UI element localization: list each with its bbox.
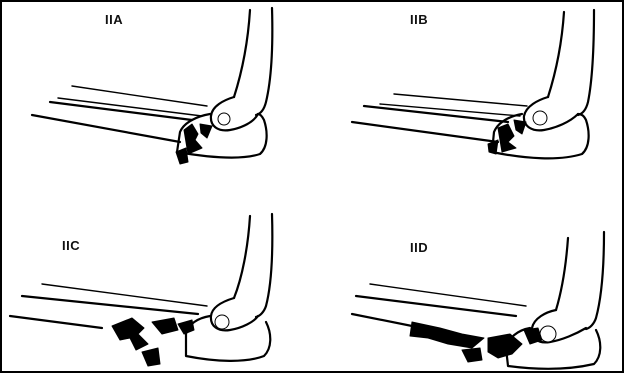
elbow-illustration-iic	[2, 188, 312, 372]
panel-iia: IIA	[2, 2, 312, 186]
elbow-illustration-iid	[312, 188, 622, 372]
fracture-fragment	[142, 348, 160, 366]
fracture-fragment	[488, 334, 522, 358]
bone-fragment	[540, 326, 556, 342]
panel-iib: IIB	[312, 2, 622, 186]
fracture-fragment	[112, 318, 148, 350]
fracture-fragment	[498, 124, 516, 152]
fracture-fragment	[200, 124, 212, 138]
bone-fragment	[218, 113, 230, 125]
panel-iic: IIC	[2, 188, 312, 372]
bone-fragment	[215, 315, 229, 329]
fracture-fragment	[488, 140, 498, 154]
fracture-fragment	[462, 348, 482, 362]
fracture-fragment	[410, 322, 484, 348]
elbow-illustration-iia	[2, 2, 312, 186]
bone-fragment	[533, 111, 547, 125]
panel-iid: IID	[312, 188, 622, 372]
elbow-illustration-iib	[312, 2, 622, 186]
fracture-fragment	[178, 320, 194, 334]
fracture-fragment	[152, 318, 178, 334]
fracture-fragment	[514, 120, 526, 134]
